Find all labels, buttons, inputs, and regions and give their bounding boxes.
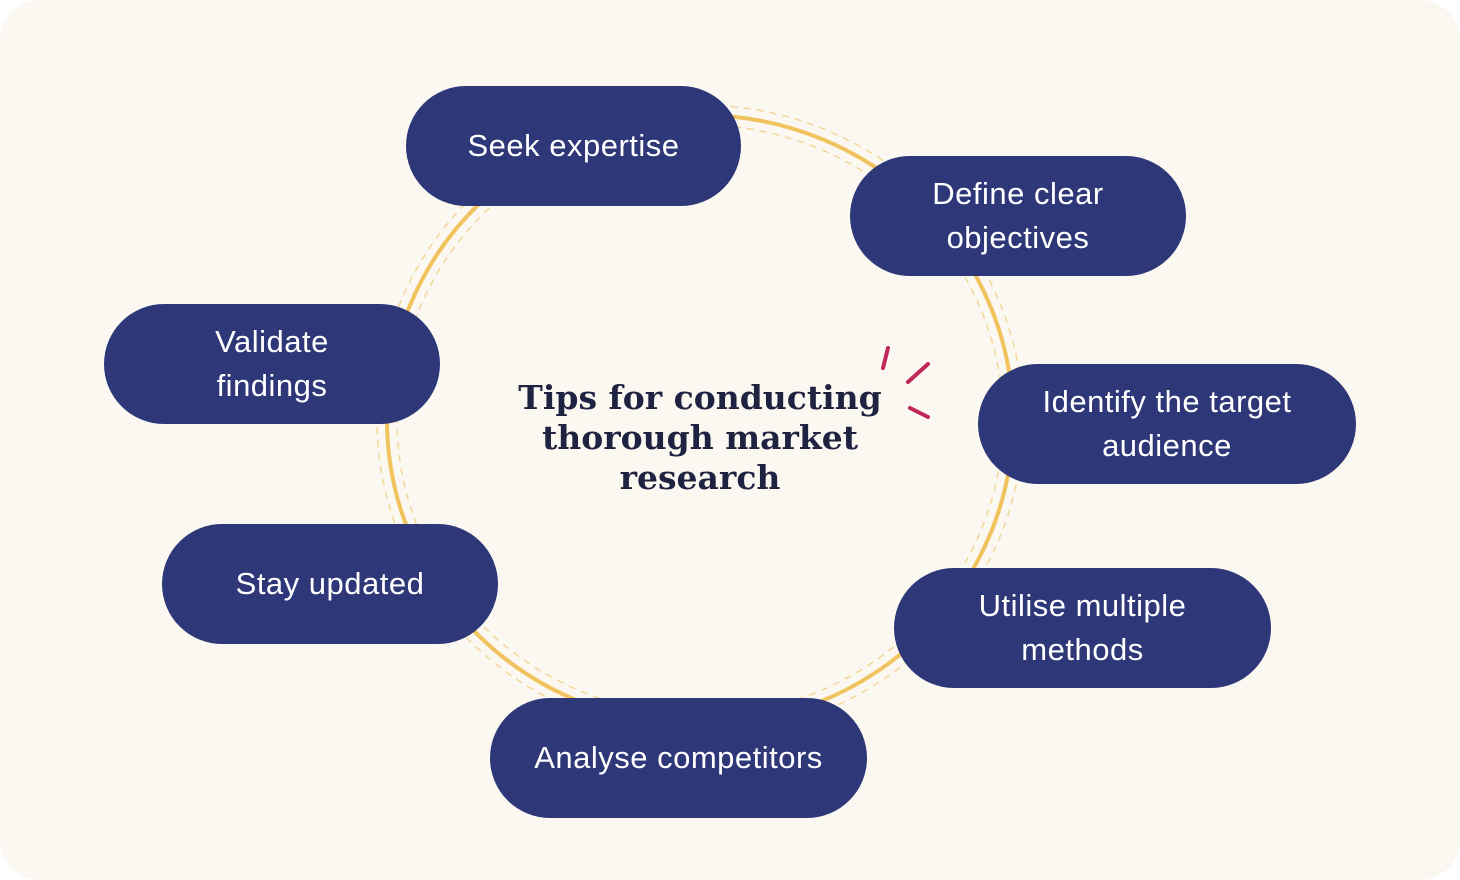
tip-analyse-competitors: Analyse competitors: [490, 698, 867, 818]
diagram-title: Tips for conducting thorough market rese…: [490, 378, 910, 498]
tip-stay-updated: Stay updated: [162, 524, 498, 644]
tip-utilise-multiple-methods-line-2: methods: [1021, 632, 1144, 667]
diagram-title-line-3: research: [619, 458, 781, 497]
tip-utilise-multiple-methods-line-1: Utilise multiple: [978, 588, 1187, 623]
tip-identify-target-audience-line-2: audience: [1102, 428, 1232, 463]
tip-validate-findings: Validate findings: [104, 304, 440, 424]
tip-seek-expertise: Seek expertise: [406, 86, 741, 206]
tip-validate-findings-line-2: findings: [216, 368, 328, 403]
tip-define-clear-objectives-line-1: Define clear: [932, 176, 1104, 211]
tip-validate-findings-line-1: Validate: [215, 324, 329, 359]
tip-define-clear-objectives: Define clear objectives: [850, 156, 1186, 276]
diagram-title-line-1: Tips for conducting: [518, 378, 882, 417]
tip-stay-updated-line-1: Stay updated: [235, 566, 425, 601]
tip-seek-expertise-line-1: Seek expertise: [467, 128, 680, 163]
sparkle-stroke-2: [906, 362, 930, 384]
tip-utilise-multiple-methods: Utilise multiple methods: [894, 568, 1271, 688]
tip-identify-target-audience: Identify the target audience: [978, 364, 1356, 484]
tip-identify-target-audience-line-1: Identify the target: [1042, 384, 1292, 419]
sparkle-stroke-1: [881, 346, 890, 370]
tip-analyse-competitors-line-1: Analyse competitors: [534, 740, 823, 775]
sparkle-accent-icon: [881, 346, 930, 419]
sparkle-stroke-3: [908, 406, 930, 419]
diagram-title-line-2: thorough market: [542, 418, 858, 457]
tip-define-clear-objectives-line-2: objectives: [946, 220, 1090, 255]
